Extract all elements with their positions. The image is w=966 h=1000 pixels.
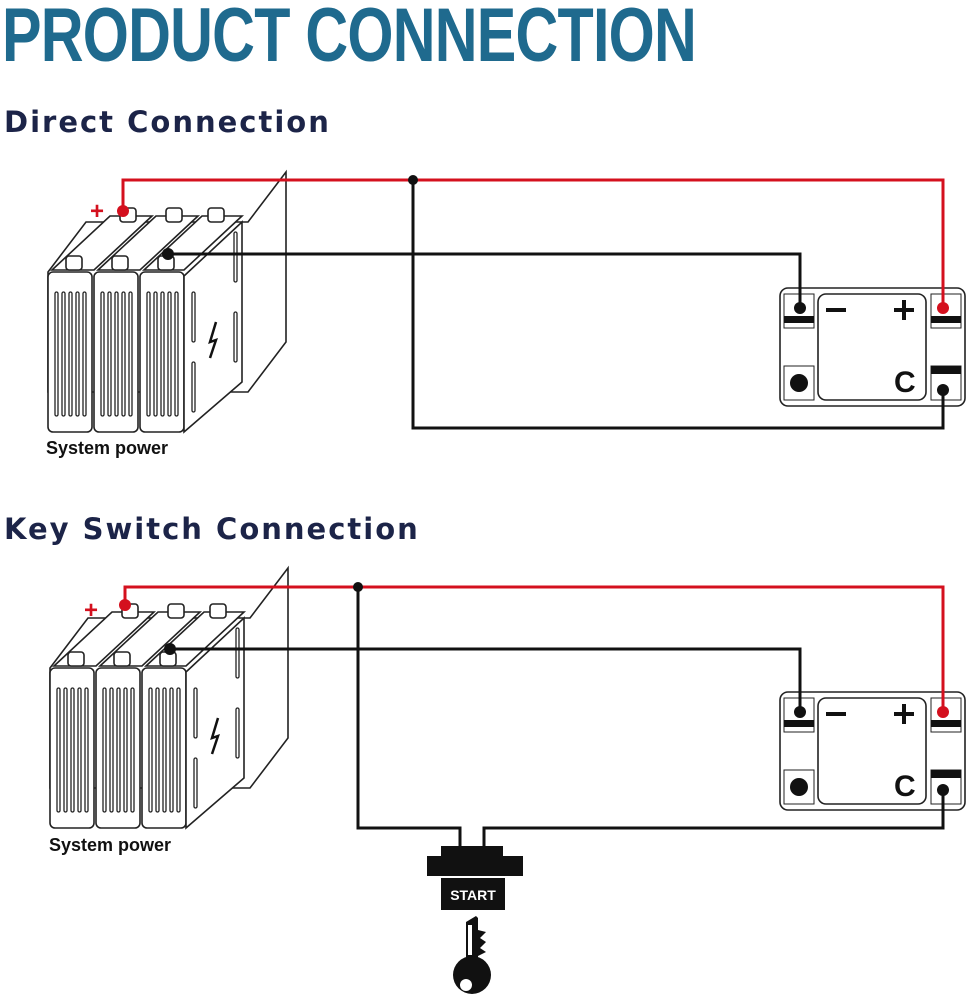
system-power-label-2: System power bbox=[49, 835, 172, 855]
negative-terminal-1 bbox=[162, 248, 174, 260]
positive-wire-2 bbox=[123, 585, 945, 712]
positive-terminal-1 bbox=[117, 205, 129, 217]
negative-wire-1 bbox=[168, 180, 945, 430]
negative-wire-2 bbox=[170, 587, 945, 848]
svg-text:+: + bbox=[84, 597, 98, 624]
relay-plus-terminal-1 bbox=[937, 302, 949, 314]
positive-wire-1 bbox=[121, 178, 945, 308]
key-switch-connection-heading: Key Switch Connection bbox=[4, 512, 420, 546]
system-power-label-1: System power bbox=[46, 438, 169, 458]
junction-1 bbox=[408, 175, 418, 185]
battery-1 bbox=[46, 170, 288, 434]
start-label: START bbox=[450, 887, 496, 903]
page-title: PRODUCT CONNECTION bbox=[2, 0, 697, 78]
relay-2 bbox=[779, 691, 966, 811]
direct-connection-heading: Direct Connection bbox=[4, 105, 331, 139]
key-icon bbox=[453, 916, 491, 994]
plus-sign-1: + bbox=[90, 198, 104, 225]
key-switch: START bbox=[427, 846, 523, 910]
